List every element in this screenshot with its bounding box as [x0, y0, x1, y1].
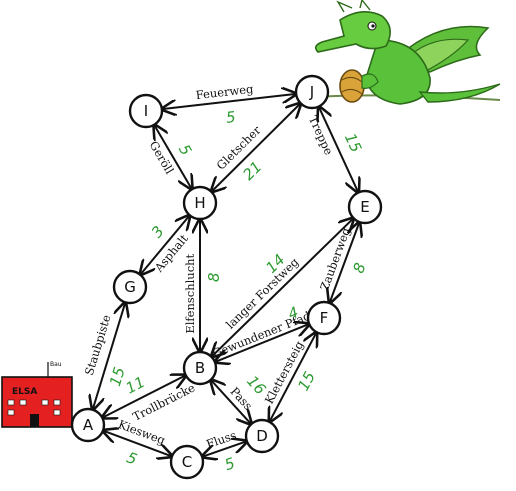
edge-c-d: Fluss 5	[202, 428, 247, 474]
node-label: C	[182, 453, 192, 471]
edge-i-j: Feuerweg 5	[162, 82, 296, 127]
node-b: B	[182, 350, 218, 386]
edge-line	[211, 380, 251, 424]
edge-weight-label: 5	[222, 454, 237, 474]
node-label: D	[256, 427, 268, 445]
edge-weight-label: 15	[294, 369, 319, 394]
node-label: I	[144, 102, 148, 120]
node-circle	[182, 350, 218, 386]
edge-weight-label: 5	[175, 141, 195, 158]
node-circle	[182, 185, 218, 221]
edge-name-label: Staubpiste	[82, 313, 114, 377]
node-label: J	[309, 83, 314, 101]
node-circle	[169, 444, 205, 480]
node-g: G	[112, 269, 148, 305]
node-label: G	[124, 278, 136, 296]
edge-name-label: Elfenschlucht	[183, 253, 197, 333]
edge-name-label: Feuerweg	[195, 82, 255, 103]
edge-weight-label: 8	[349, 260, 369, 275]
edge-line	[162, 94, 296, 109]
node-f: F	[306, 300, 342, 336]
node-circle	[112, 269, 148, 305]
edge-weight-label: 15	[106, 365, 129, 389]
dragon-illustration	[299, 0, 501, 105]
node-j: J	[294, 74, 330, 110]
node-label: E	[360, 198, 369, 216]
edge-weight-label: 3	[148, 222, 168, 241]
edge-name-label: Kiesweg	[116, 417, 167, 447]
edge-weight-label: 8	[205, 272, 223, 282]
edge-line	[202, 441, 247, 457]
node-c: C	[169, 444, 205, 480]
nodes-layer: A B C D E F G H I J	[70, 74, 383, 480]
edge-line	[211, 218, 353, 357]
edge-line	[93, 302, 126, 409]
node-label: F	[320, 309, 329, 327]
node-d: D	[244, 418, 280, 454]
node-label: H	[194, 194, 205, 212]
edge-line	[330, 222, 360, 303]
node-circle	[306, 300, 342, 336]
edge-weight-label: 21	[239, 158, 265, 184]
edge-name-label: Fluss	[204, 428, 238, 451]
edge-line	[154, 125, 192, 189]
node-circle	[294, 74, 330, 110]
node-h: H	[182, 185, 218, 221]
node-i: I	[128, 93, 164, 129]
edge-line	[211, 103, 300, 191]
node-circle	[128, 93, 164, 129]
node-label: B	[195, 359, 205, 377]
edge-line	[140, 215, 190, 274]
node-circle	[244, 418, 280, 454]
edge-weight-label: 15	[341, 130, 365, 155]
school-name-label: ELSA	[12, 387, 37, 397]
edge-b-h: Elfenschlucht 8	[183, 219, 223, 352]
node-circle	[347, 189, 383, 225]
node-a: A	[70, 407, 106, 443]
school-roof-label: Bau	[50, 361, 62, 368]
school-building: Bau ELSA	[1, 361, 73, 428]
edge-line	[103, 431, 172, 457]
node-e: E	[347, 189, 383, 225]
edge-weight-label: 5	[124, 448, 139, 468]
edge-name-label: Klettersteig	[262, 338, 307, 406]
node-label: A	[83, 416, 94, 434]
node-circle	[70, 407, 106, 443]
edge-line	[319, 107, 359, 193]
edge-weight-label: 5	[225, 108, 237, 127]
